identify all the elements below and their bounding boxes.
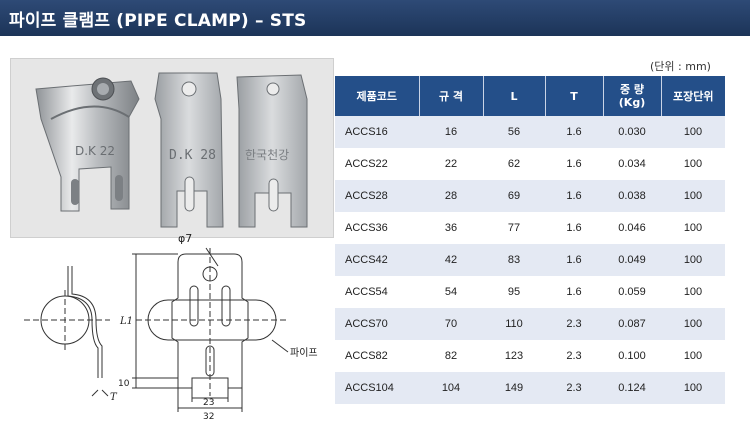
half-clamp-front: D.K 28 [154, 72, 224, 228]
header-length: L [483, 76, 546, 116]
cell-weight: 0.030 [603, 116, 661, 148]
header-thickness: T [545, 76, 604, 116]
cell-length: 56 [483, 116, 545, 148]
dim-l1-label: L1 [119, 316, 133, 327]
header-product-code: 제품코드 [335, 76, 420, 116]
cell-length: 69 [483, 180, 545, 212]
product-photos: D.K 22 D.K 28 한국천강 [10, 58, 334, 238]
unit-note: (단위 : mm) [650, 60, 711, 73]
cell-weight: 0.038 [603, 180, 661, 212]
cell-pack-unit: 100 [661, 372, 725, 404]
cell-thickness: 2.3 [545, 308, 603, 340]
pipe-label: 파이프 [290, 347, 318, 359]
cell-size: 42 [419, 244, 483, 276]
cell-pack-unit: 100 [661, 212, 725, 244]
cell-product-code: ACCS82 [335, 340, 419, 372]
front-view [132, 247, 289, 412]
cell-product-code: ACCS54 [335, 276, 419, 308]
cell-thickness: 1.6 [545, 116, 603, 148]
cell-size: 104 [419, 372, 483, 404]
cell-size: 22 [419, 148, 483, 180]
cell-weight: 0.087 [603, 308, 661, 340]
dim-32-label: 32 [203, 412, 214, 422]
cell-length: 149 [483, 372, 545, 404]
cell-product-code: ACCS16 [335, 116, 419, 148]
assembled-clamp: D.K 22 [35, 77, 140, 212]
header-pack-unit: 포장단위 [661, 76, 725, 116]
table-header-row: 제품코드 규 격 L T 중 량 (Kg) 포장단위 [335, 76, 725, 116]
stamp-text-1: D.K 22 [75, 144, 115, 158]
cell-thickness: 1.6 [545, 148, 603, 180]
cell-thickness: 1.6 [545, 276, 603, 308]
cell-product-code: ACCS70 [335, 308, 419, 340]
cell-weight: 0.124 [603, 372, 661, 404]
cell-size: 36 [419, 212, 483, 244]
side-view [24, 266, 110, 397]
cell-weight: 0.100 [603, 340, 661, 372]
cell-thickness: 1.6 [545, 180, 603, 212]
cell-weight: 0.059 [603, 276, 661, 308]
stamp-text-3: 한국천강 [245, 147, 289, 162]
cell-pack-unit: 100 [661, 180, 725, 212]
cell-product-code: ACCS42 [335, 244, 419, 276]
cell-product-code: ACCS28 [335, 180, 419, 212]
cell-pack-unit: 100 [661, 116, 725, 148]
cell-weight: 0.049 [603, 244, 661, 276]
cell-size: 16 [419, 116, 483, 148]
cell-pack-unit: 100 [661, 276, 725, 308]
cell-length: 77 [483, 212, 545, 244]
page-title: 파이프 클램프 (PIPE CLAMP) – STS [9, 11, 307, 31]
cell-size: 28 [419, 180, 483, 212]
cell-length: 95 [483, 276, 545, 308]
cell-pack-unit: 100 [661, 340, 725, 372]
cell-thickness: 1.6 [545, 244, 603, 276]
clamp-photo-illustration: D.K 22 D.K 28 한국천강 [35, 72, 308, 228]
technical-drawing: φ7 파이프 L1 10 23 32 T [10, 228, 332, 424]
title-bar: 파이프 클램프 (PIPE CLAMP) – STS [0, 0, 750, 36]
header-weight: 중 량 (Kg) [603, 76, 662, 116]
half-clamp-rear: 한국천강 [236, 74, 308, 228]
cell-thickness: 1.6 [545, 212, 603, 244]
dim-10-label: 10 [118, 379, 130, 389]
cell-thickness: 2.3 [545, 340, 603, 372]
cell-length: 110 [483, 308, 545, 340]
hole-diameter-label: φ7 [178, 232, 192, 245]
cell-product-code: ACCS104 [335, 372, 419, 404]
cell-pack-unit: 100 [661, 308, 725, 340]
cell-pack-unit: 100 [661, 244, 725, 276]
cell-product-code: ACCS36 [335, 212, 419, 244]
cell-size: 82 [419, 340, 483, 372]
cell-length: 62 [483, 148, 545, 180]
dim-t-label: T [110, 392, 118, 403]
cell-length: 123 [483, 340, 545, 372]
cell-pack-unit: 100 [661, 148, 725, 180]
cell-thickness: 2.3 [545, 372, 603, 404]
clamp-drawing-svg: φ7 파이프 L1 10 23 32 T [24, 232, 318, 422]
cell-product-code: ACCS22 [335, 148, 419, 180]
cell-weight: 0.034 [603, 148, 661, 180]
cell-weight: 0.046 [603, 212, 661, 244]
cell-size: 70 [419, 308, 483, 340]
header-size: 규 격 [419, 76, 484, 116]
dim-23-label: 23 [203, 398, 214, 408]
stamp-text-2: D.K 28 [169, 148, 216, 163]
cell-size: 54 [419, 276, 483, 308]
cell-length: 83 [483, 244, 545, 276]
